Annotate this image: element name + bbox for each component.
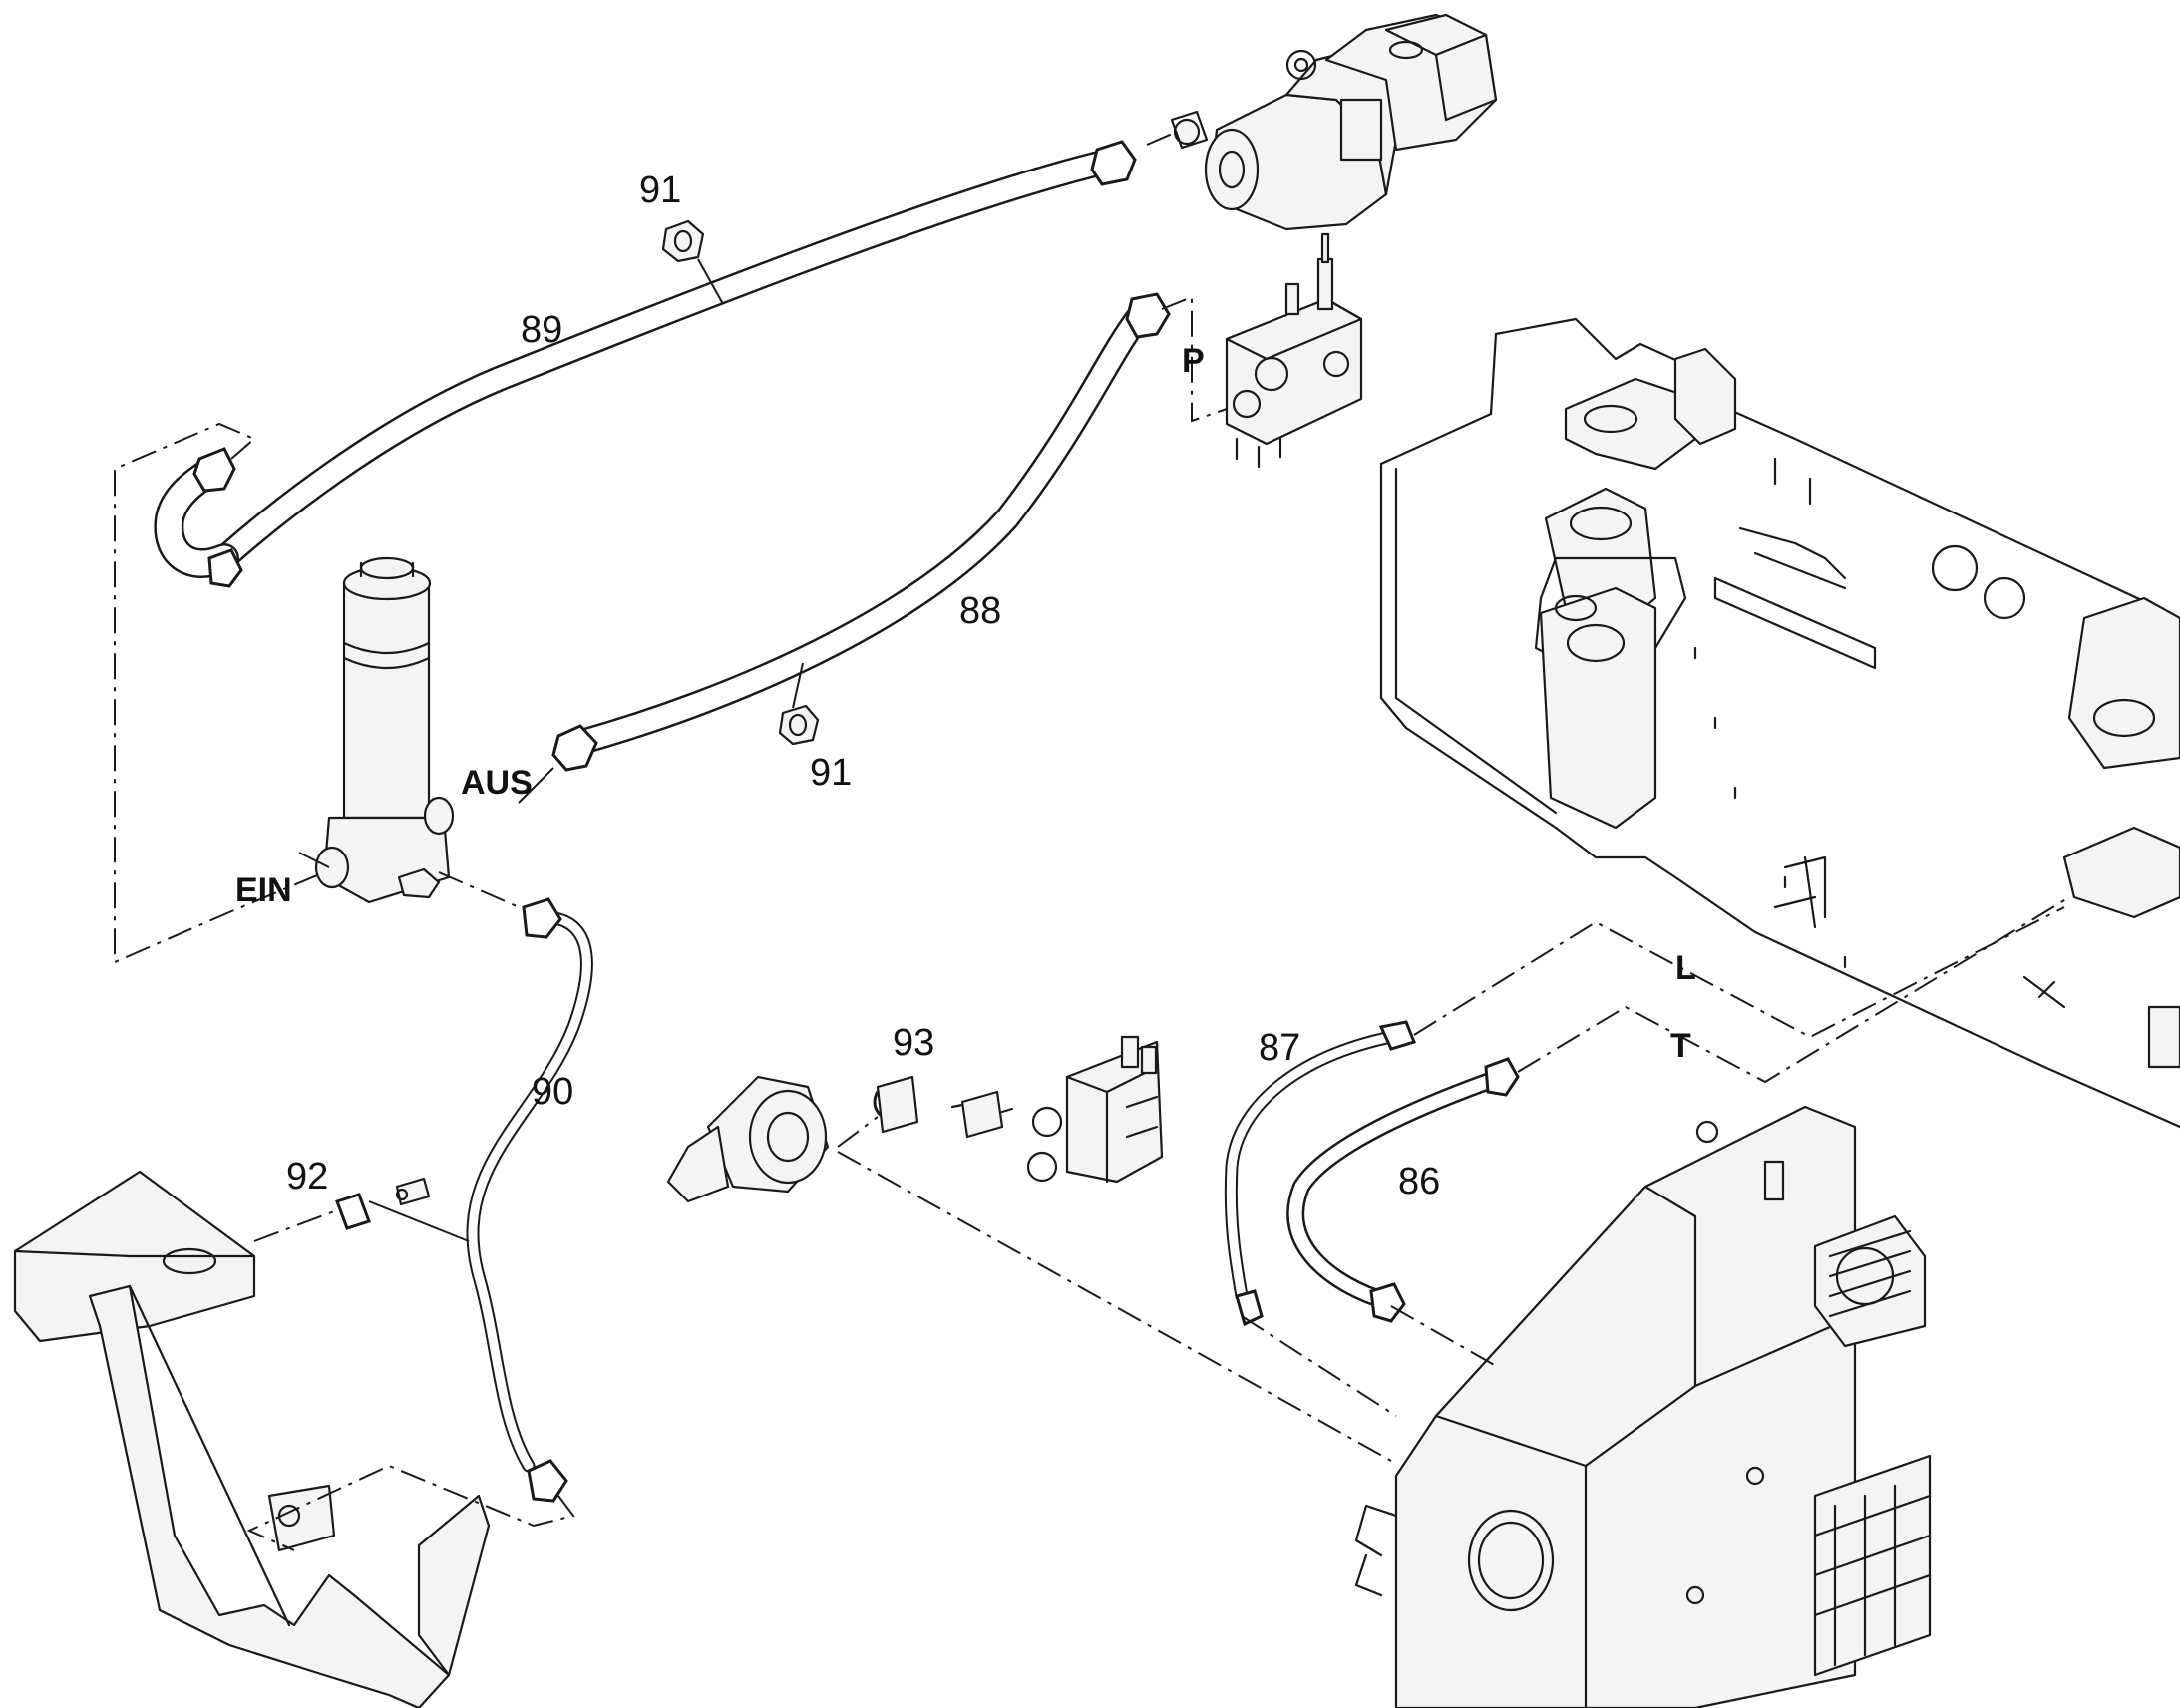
leader-lines bbox=[298, 258, 804, 1242]
callout-91-bottom: 91 bbox=[810, 752, 852, 794]
hose-87 bbox=[1224, 1020, 1416, 1327]
steering-valve-assembly bbox=[666, 1035, 1164, 1203]
callout-87: 87 bbox=[1259, 1027, 1300, 1069]
hydraulic-tank bbox=[1354, 1105, 1932, 1708]
callout-89: 89 bbox=[521, 309, 562, 351]
control-valve-block bbox=[1225, 232, 1363, 469]
port-labels: AUS EIN P L T bbox=[235, 342, 1696, 1065]
fitting-92 bbox=[335, 1177, 431, 1230]
connection-lines bbox=[114, 131, 2070, 1551]
callout-93: 93 bbox=[893, 1022, 934, 1064]
chassis-frame bbox=[1379, 317, 2180, 1129]
callout-91-top: 91 bbox=[639, 170, 681, 211]
port-label-t: T bbox=[1670, 1027, 1691, 1065]
callout-92: 92 bbox=[286, 1156, 328, 1197]
port-label-ein: EIN bbox=[235, 871, 292, 909]
callout-86: 86 bbox=[1398, 1161, 1440, 1202]
mounting-bracket bbox=[13, 1170, 491, 1708]
hydraulic-filter bbox=[314, 556, 455, 904]
hose-86 bbox=[1286, 1057, 1520, 1323]
hose-clip-91-bottom bbox=[778, 704, 820, 746]
hose-89 bbox=[154, 140, 1137, 588]
hose-clip-91-top bbox=[661, 219, 705, 263]
callout-labels: 86 87 88 89 90 91 91 92 93 bbox=[286, 170, 1440, 1202]
port-label-aus: AUS bbox=[461, 764, 533, 802]
hydraulic-pump-assembly bbox=[1170, 13, 1498, 231]
hose-90 bbox=[466, 897, 593, 1503]
port-label-l: L bbox=[1675, 949, 1696, 987]
callout-88: 88 bbox=[959, 590, 1001, 632]
port-label-p: P bbox=[1182, 342, 1205, 380]
callout-90: 90 bbox=[532, 1071, 573, 1113]
hose-88 bbox=[551, 292, 1171, 772]
